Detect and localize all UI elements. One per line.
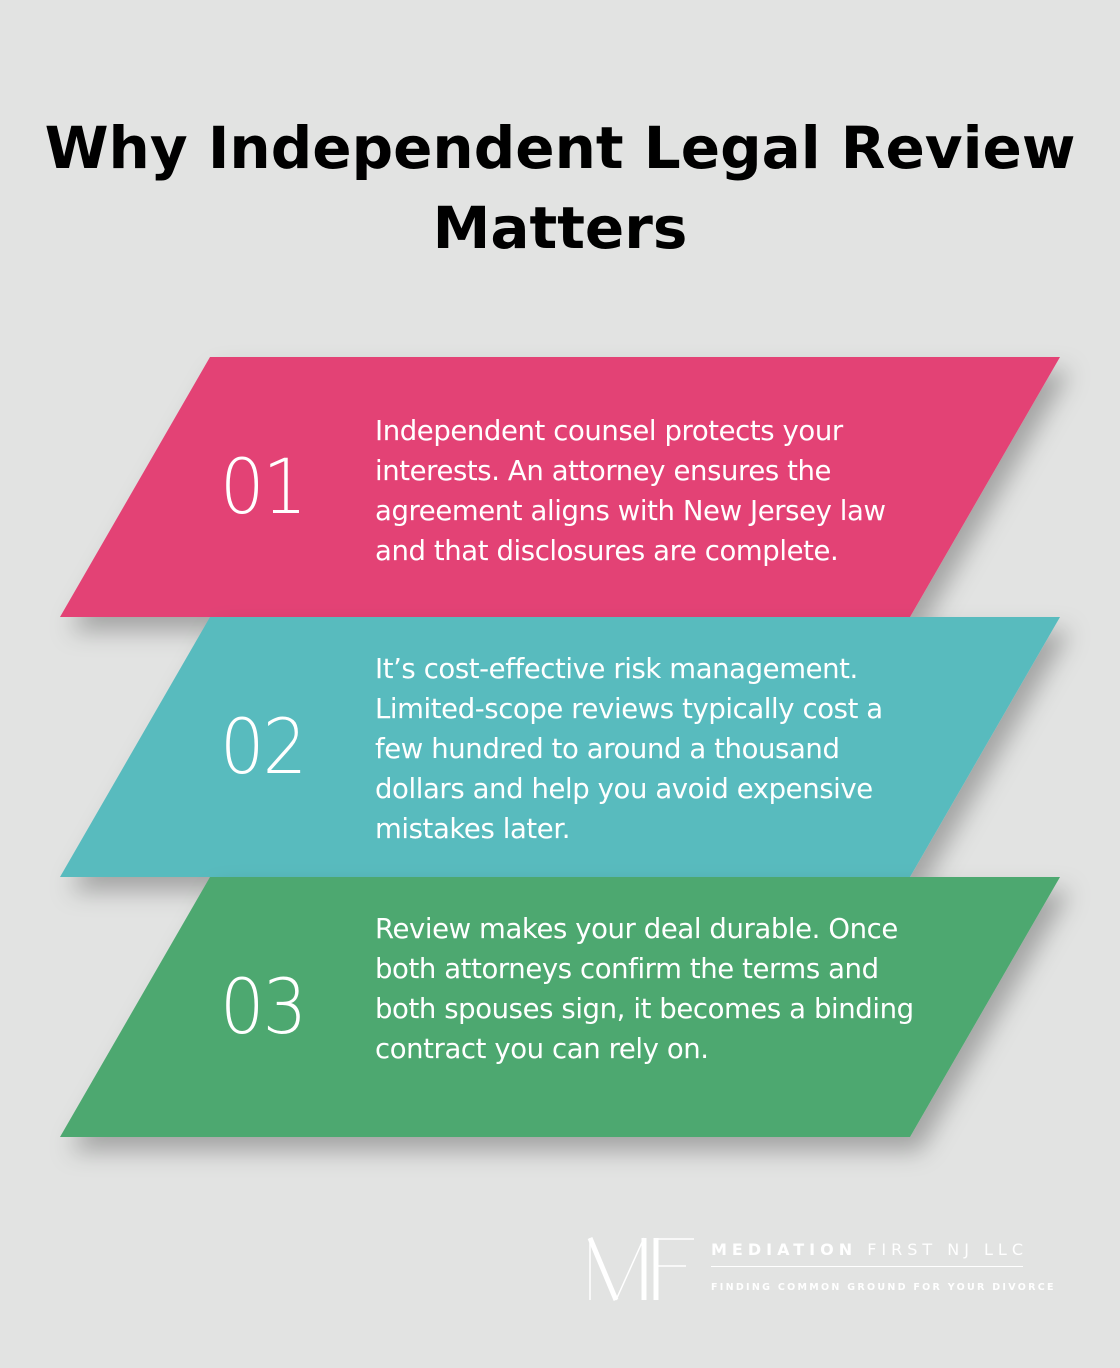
company-name-bold: MEDIATION (711, 1240, 858, 1259)
step-number: 01 (220, 442, 307, 531)
mf-monogram-icon (587, 1237, 694, 1301)
step-card-01: 01 Independent counsel protects your int… (0, 357, 1120, 617)
step-text: It’s cost-effective risk management. Lim… (375, 653, 883, 845)
page-title: Why Independent Legal Review Matters (44, 114, 1076, 262)
logo-divider (711, 1266, 1023, 1267)
step-number: 03 (220, 962, 307, 1051)
company-name-rest: FIRST NJ LLC (867, 1240, 1029, 1259)
card-background (60, 877, 1060, 1137)
step-number: 02 (220, 702, 307, 791)
card-background (60, 357, 1060, 617)
company-logo: MEDIATION FIRST NJ LLC FINDING COMMON GR… (586, 1236, 1066, 1302)
step-card-03: 03 Review makes your deal durable. Once … (0, 877, 1120, 1137)
card-background (60, 617, 1060, 877)
step-text: Independent counsel protects your intere… (375, 415, 886, 567)
company-name: MEDIATION FIRST NJ LLC (711, 1240, 1028, 1259)
step-card-02: 02 It’s cost-effective risk management. … (0, 617, 1120, 877)
step-text: Review makes your deal durable. Once bot… (375, 913, 914, 1065)
company-tagline: FINDING COMMON GROUND FOR YOUR DIVORCE (711, 1282, 1056, 1293)
